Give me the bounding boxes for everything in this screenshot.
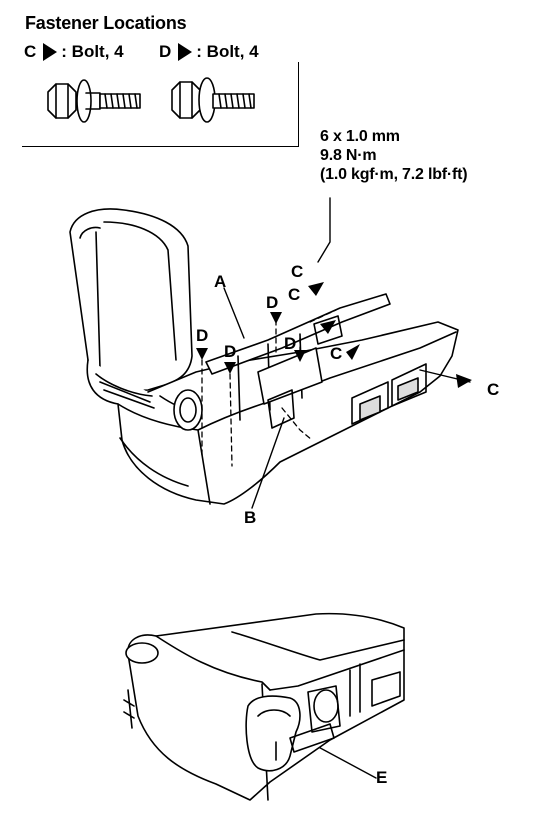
console-body — [86, 321, 459, 505]
callout-d-left: D — [196, 326, 209, 345]
lower-console-view — [123, 612, 405, 801]
pointer-c-top-icon — [308, 282, 324, 296]
callout-d-upper: D — [266, 293, 279, 312]
pointer-c-mid-icon — [346, 344, 360, 360]
callout-c-right: C — [487, 380, 500, 399]
pointer-d-inner-icon — [294, 350, 306, 362]
console-rear-panel — [351, 363, 427, 425]
callout-e: E — [376, 768, 388, 787]
callout-c-mid: C — [330, 344, 343, 363]
console-bracket — [205, 293, 391, 429]
legend-frame — [22, 62, 299, 147]
pointer-c-upper-icon — [320, 320, 336, 334]
callout-d-mid: D — [224, 342, 237, 361]
spec-torque-imperial: (1.0 kgf·m, 7.2 lbf·ft) — [320, 166, 468, 183]
legend-d-text: : Bolt, 4 — [196, 42, 259, 61]
bolt-paths — [201, 309, 337, 467]
bolt-d-icon — [171, 77, 255, 123]
callout-c-top: C — [291, 262, 304, 281]
legend-d-letter: D — [159, 42, 172, 61]
callout-b: B — [244, 508, 257, 527]
triangle-pointer-icon — [178, 43, 193, 61]
pointer-d-left-icon — [196, 348, 208, 360]
callout-a: A — [214, 272, 227, 291]
pointer-d-upper-icon — [270, 312, 282, 324]
spec-thread-size: 6 x 1.0 mm — [320, 128, 400, 145]
diagram-title: Fastener Locations — [25, 13, 187, 33]
legend-item-d: D : Bolt, 4 — [159, 42, 259, 62]
legend-item-c: C : Bolt, 4 — [24, 42, 124, 62]
bolt-pointers — [196, 282, 472, 388]
pointer-d-mid-icon — [224, 362, 236, 374]
legend-c-text: : Bolt, 4 — [61, 42, 124, 61]
callout-d-inner: D — [284, 334, 297, 353]
pointer-c-right-icon — [456, 374, 472, 388]
spec-torque-nm: 9.8 N·m — [320, 147, 377, 164]
bolt-c-icon — [47, 79, 141, 123]
triangle-pointer-icon — [43, 43, 58, 61]
legend-c-letter: C — [24, 42, 37, 61]
callout-c-upper: C — [288, 285, 301, 304]
